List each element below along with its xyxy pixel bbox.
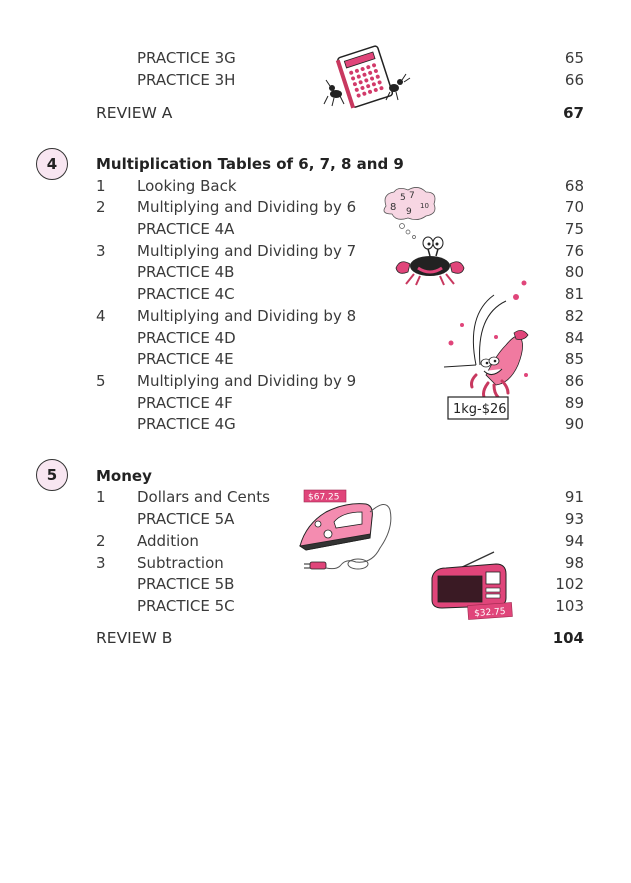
toc-item-label: Multiplying and Dividing by 9 xyxy=(137,372,357,390)
shrimp-icon: 1kg-$26 xyxy=(443,280,529,420)
radio-price-tag: $32.75 xyxy=(474,607,506,619)
svg-text:9: 9 xyxy=(406,207,412,217)
toc-item-label: Addition xyxy=(137,532,199,550)
lesson-number: 4 xyxy=(96,307,106,325)
iron-icon: $67.25 xyxy=(298,489,392,570)
toc-item-label: PRACTICE 3H xyxy=(137,71,236,89)
toc-item-page: 93 xyxy=(564,510,584,528)
toc-item-label: Dollars and Cents xyxy=(137,488,270,506)
toc-item-label: PRACTICE 4F xyxy=(137,394,233,412)
lesson-number: 3 xyxy=(96,554,106,572)
toc-item-page: 81 xyxy=(564,285,584,303)
toc-item-label: PRACTICE 5B xyxy=(137,575,235,593)
radio-illustration: $32.75 xyxy=(426,548,518,622)
calculator-illustration xyxy=(322,42,412,110)
toc-item-label: PRACTICE 4E xyxy=(137,350,234,368)
toc-item-label: Subtraction xyxy=(137,554,224,572)
toc-item-page: 70 xyxy=(564,198,584,216)
toc-item-page: 86 xyxy=(564,372,584,390)
toc-item-label: PRACTICE 4A xyxy=(137,220,235,238)
toc-item-label: PRACTICE 4D xyxy=(137,329,236,347)
chapter-title[interactable]: Money xyxy=(96,467,152,485)
review-label: REVIEW B xyxy=(96,629,173,647)
svg-text:7: 7 xyxy=(409,191,415,201)
toc-item-page: 66 xyxy=(564,71,584,89)
lesson-number: 2 xyxy=(96,532,106,550)
toc-item-page: 76 xyxy=(564,242,584,260)
toc-item-page: 89 xyxy=(564,394,584,412)
iron-price-tag: $67.25 xyxy=(308,493,340,503)
toc-item-page: 68 xyxy=(564,177,584,195)
lesson-number: 5 xyxy=(96,372,106,390)
lesson-number: 1 xyxy=(96,177,106,195)
lesson-number: 2 xyxy=(96,198,106,216)
thought-number: 8 xyxy=(390,202,396,213)
toc-item-label: PRACTICE 5A xyxy=(137,510,235,528)
toc-item-page: 85 xyxy=(564,350,584,368)
chapter-number-badge: 4 xyxy=(36,148,68,180)
shrimp-illustration: 1kg-$26 xyxy=(436,275,531,425)
review-label: REVIEW A xyxy=(96,104,173,122)
shrimp-price-tag: 1kg-$26 xyxy=(453,402,507,417)
toc-item-label: PRACTICE 4G xyxy=(137,415,236,433)
crab-illustration: 8 5 7 10 9 xyxy=(378,186,468,286)
toc-item-label: Multiplying and Dividing by 7 xyxy=(137,242,357,260)
toc-item-page: 75 xyxy=(564,220,584,238)
toc-item-page: 102 xyxy=(555,575,584,593)
toc-item-label: Multiplying and Dividing by 8 xyxy=(137,307,357,325)
toc-item-label: Multiplying and Dividing by 6 xyxy=(137,198,357,216)
toc-item-label: Looking Back xyxy=(137,177,237,195)
toc-item-page: 84 xyxy=(564,329,584,347)
toc-item-label: PRACTICE 4B xyxy=(137,263,235,281)
crab-icon: 8 5 7 10 9 xyxy=(383,187,465,286)
chapter-number-badge: 5 xyxy=(36,459,68,491)
lesson-number: 1 xyxy=(96,488,106,506)
chapter-title[interactable]: Multiplication Tables of 6, 7, 8 and 9 xyxy=(96,155,404,173)
toc-item-page: 103 xyxy=(555,597,584,615)
toc-item-page: 94 xyxy=(564,532,584,550)
toc-item-page: 98 xyxy=(564,554,584,572)
toc-item-page: 90 xyxy=(564,415,584,433)
toc-item-label: PRACTICE 5C xyxy=(137,597,235,615)
iron-illustration: $67.25 xyxy=(296,488,406,576)
svg-text:10: 10 xyxy=(420,202,429,210)
calculator-icon xyxy=(323,45,411,109)
radio-icon: $32.75 xyxy=(431,551,513,620)
toc-item-page: 80 xyxy=(564,263,584,281)
toc-item-page: 91 xyxy=(564,488,584,506)
toc-item-page: 82 xyxy=(564,307,584,325)
svg-text:5: 5 xyxy=(400,193,406,203)
review-page: 67 xyxy=(563,104,584,122)
toc-item-label: PRACTICE 4C xyxy=(137,285,235,303)
toc-item-page: 65 xyxy=(564,49,584,67)
review-page: 104 xyxy=(552,629,584,647)
lesson-number: 3 xyxy=(96,242,106,260)
toc-item-label: PRACTICE 3G xyxy=(137,49,236,67)
